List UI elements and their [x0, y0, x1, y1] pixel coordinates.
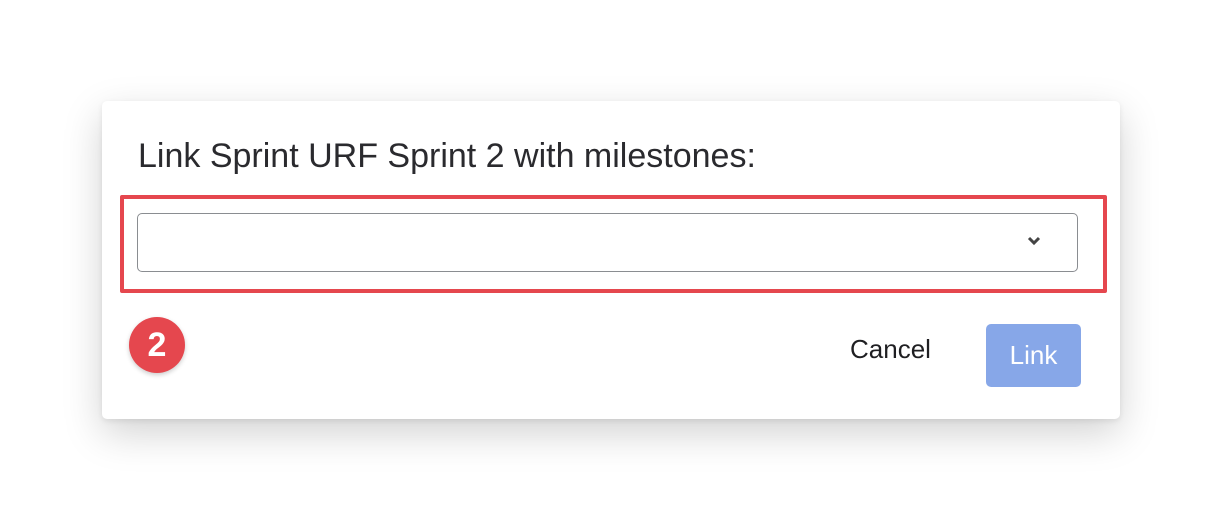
- milestones-select[interactable]: [137, 213, 1078, 272]
- cancel-button[interactable]: Cancel: [850, 334, 931, 364]
- highlight-box: [120, 195, 1107, 293]
- step-badge: 2: [129, 317, 185, 373]
- chevron-down-icon: [1027, 236, 1041, 246]
- link-button[interactable]: Link: [986, 324, 1081, 387]
- link-milestones-dialog: Link Sprint URF Sprint 2 with milestones…: [102, 101, 1120, 419]
- dialog-title: Link Sprint URF Sprint 2 with milestones…: [138, 137, 756, 175]
